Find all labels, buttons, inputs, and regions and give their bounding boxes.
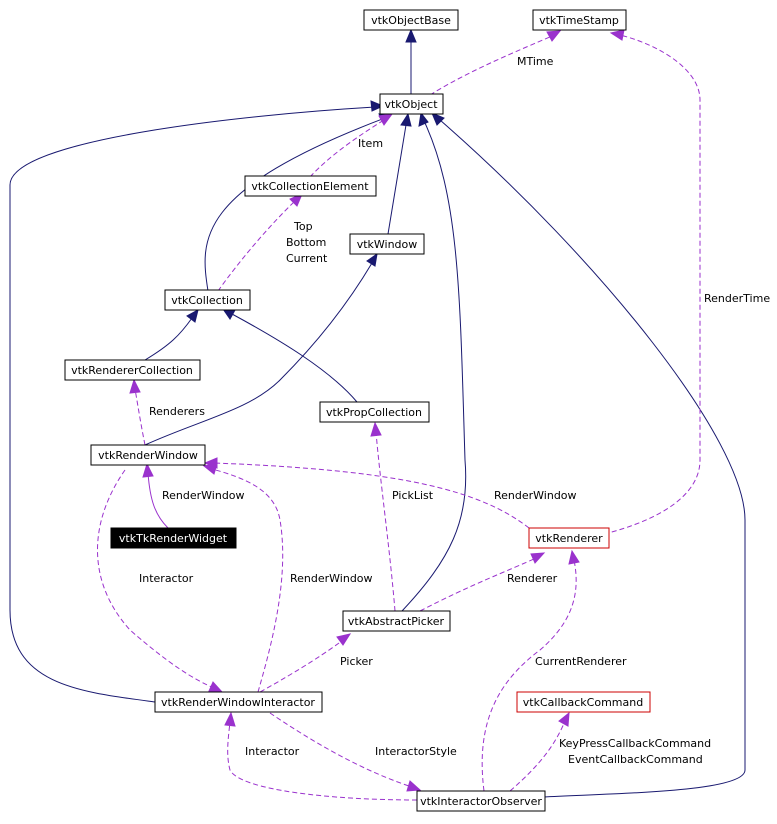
edge-abstractpicker-to-renderer	[419, 557, 537, 612]
node-label: vtkAbstractPicker	[348, 615, 445, 628]
edge-labels: MTime Item Top Bottom Current RenderTime…	[139, 55, 770, 766]
label-render-window-rwi: RenderWindow	[290, 572, 373, 585]
edge-renderercollection-to-collection	[144, 317, 193, 361]
node-label: vtkRenderWindowInteractor	[161, 696, 315, 709]
arrowhead	[202, 463, 218, 475]
arrowhead	[568, 549, 580, 565]
label-pick-list: PickList	[392, 489, 434, 502]
arrowhead	[224, 711, 236, 727]
node-label: vtkRenderer	[535, 532, 603, 545]
node-label: vtkTkRenderWidget	[119, 532, 228, 545]
node-vtkrenderer[interactable]: vtkRenderer	[528, 527, 610, 549]
node-label: vtkTimeStamp	[539, 14, 619, 27]
node-vtkinteractorobserver[interactable]: vtkInteractorObserver	[416, 790, 546, 812]
node-vtkcollectionelement[interactable]: vtkCollectionElement	[244, 175, 377, 197]
node-label: vtkCollection	[171, 294, 243, 307]
arrowhead	[530, 552, 546, 564]
label-render-time: RenderTime	[704, 292, 770, 305]
label-event-callback: EventCallbackCommand	[568, 753, 703, 766]
label-picker: Picker	[340, 655, 373, 668]
arrowhead	[336, 633, 352, 646]
arrowhead	[558, 711, 570, 727]
arrowhead	[431, 112, 445, 126]
label-render-window-renderer: RenderWindow	[494, 489, 577, 502]
edge-renderer-to-timestamp	[603, 34, 701, 535]
node-vtkrenderwindowinteractor[interactable]: vtkRenderWindowInteractor	[154, 691, 323, 713]
label-interactor-rwi: Interactor	[139, 572, 194, 585]
label-render-window-tk: RenderWindow	[162, 489, 245, 502]
edge-interactorobserver-to-renderer	[481, 559, 577, 792]
edge-renderwindow-to-renderercollection	[134, 388, 146, 446]
arrowhead	[400, 112, 412, 127]
arrowhead	[378, 113, 394, 126]
node-label: vtkCollectionElement	[251, 180, 369, 193]
arrowhead	[609, 29, 625, 41]
edge-collection-to-collectionelement	[217, 200, 296, 292]
arrowhead	[418, 111, 429, 127]
node-vtkobject[interactable]: vtkObject	[379, 93, 444, 115]
node-label: vtkObjectBase	[371, 14, 451, 27]
arrowhead	[546, 30, 562, 42]
edge-collection-to-object	[204, 117, 386, 292]
node-vtkrenderwindow[interactable]: vtkRenderWindow	[90, 444, 206, 466]
node-label: vtkWindow	[357, 238, 418, 251]
edge-renderer-to-renderwindow	[213, 462, 530, 529]
node-vtkpropcollection[interactable]: vtkPropCollection	[319, 401, 430, 423]
node-vtkwindow[interactable]: vtkWindow	[349, 233, 425, 255]
node-vtkcallbackcommand[interactable]: vtkCallbackCommand	[516, 691, 651, 713]
arrowhead	[208, 681, 224, 693]
label-current-renderer: CurrentRenderer	[535, 655, 627, 668]
node-vtktimestamp[interactable]: vtkTimeStamp	[532, 9, 627, 31]
edge-interactorobserver-to-rwi	[227, 721, 418, 801]
edge-window-to-object	[387, 124, 407, 235]
node-vtkrenderercollection[interactable]: vtkRendererCollection	[64, 359, 201, 381]
inheritance-edges	[9, 28, 746, 798]
label-keypress-callback: KeyPressCallbackCommand	[559, 737, 711, 750]
edge-propcollection-to-collection	[231, 313, 358, 403]
edge-object-to-timestamp	[429, 35, 553, 96]
arrowhead	[186, 309, 199, 323]
node-vtkabstractpicker[interactable]: vtkAbstractPicker	[342, 610, 451, 632]
label-current: Current	[286, 252, 328, 265]
arrowhead	[366, 252, 378, 267]
label-item: Item	[358, 137, 383, 150]
nodes: vtkObjectBase vtkTimeStamp vtkObject vtk…	[64, 9, 651, 812]
edge-tkwidget-to-renderwindow	[147, 472, 169, 529]
arrowhead	[405, 28, 417, 43]
node-label: vtkCallbackCommand	[523, 696, 643, 709]
node-label: vtkRenderWindow	[98, 449, 198, 462]
edge-collectionelement-to-object	[309, 119, 385, 178]
edge-rwi-to-interactorobserver	[269, 712, 413, 788]
edge-renderwindow-to-rwi	[97, 469, 215, 689]
label-renderers: Renderers	[149, 405, 205, 418]
label-bottom: Bottom	[286, 236, 326, 249]
node-label: vtkPropCollection	[326, 406, 422, 419]
arrowhead	[406, 780, 422, 792]
edge-rwi-to-object	[9, 106, 376, 703]
arrowhead	[370, 100, 385, 112]
node-label: vtkInteractorObserver	[420, 795, 542, 808]
edge-interactorobserver-to-callbackcommand	[509, 720, 566, 792]
label-top: Top	[293, 220, 313, 233]
node-vtkcollection[interactable]: vtkCollection	[164, 289, 251, 311]
label-interactor-observer: Interactor	[245, 745, 300, 758]
edge-rwi-to-abstractpicker	[259, 639, 344, 693]
node-vtktkrenderwidget[interactable]: vtkTkRenderWidget	[110, 527, 237, 549]
edge-abstractpicker-to-object	[401, 122, 467, 612]
label-renderer: Renderer	[507, 572, 558, 585]
node-label: vtkObject	[384, 98, 438, 111]
edge-renderwindow-to-window	[144, 262, 373, 446]
label-mtime: MTime	[517, 55, 554, 68]
edge-rwi-to-renderwindow	[211, 468, 284, 693]
node-vtkobjectbase[interactable]: vtkObjectBase	[363, 9, 459, 31]
arrowhead	[142, 462, 154, 478]
arrowhead	[129, 378, 141, 394]
label-interactor-style: InteractorStyle	[375, 745, 457, 758]
edge-interactorobserver-to-object	[439, 119, 746, 798]
edge-abstractpicker-to-propcollection	[375, 431, 396, 612]
node-label: vtkRendererCollection	[71, 364, 193, 377]
arrowhead	[370, 421, 382, 437]
